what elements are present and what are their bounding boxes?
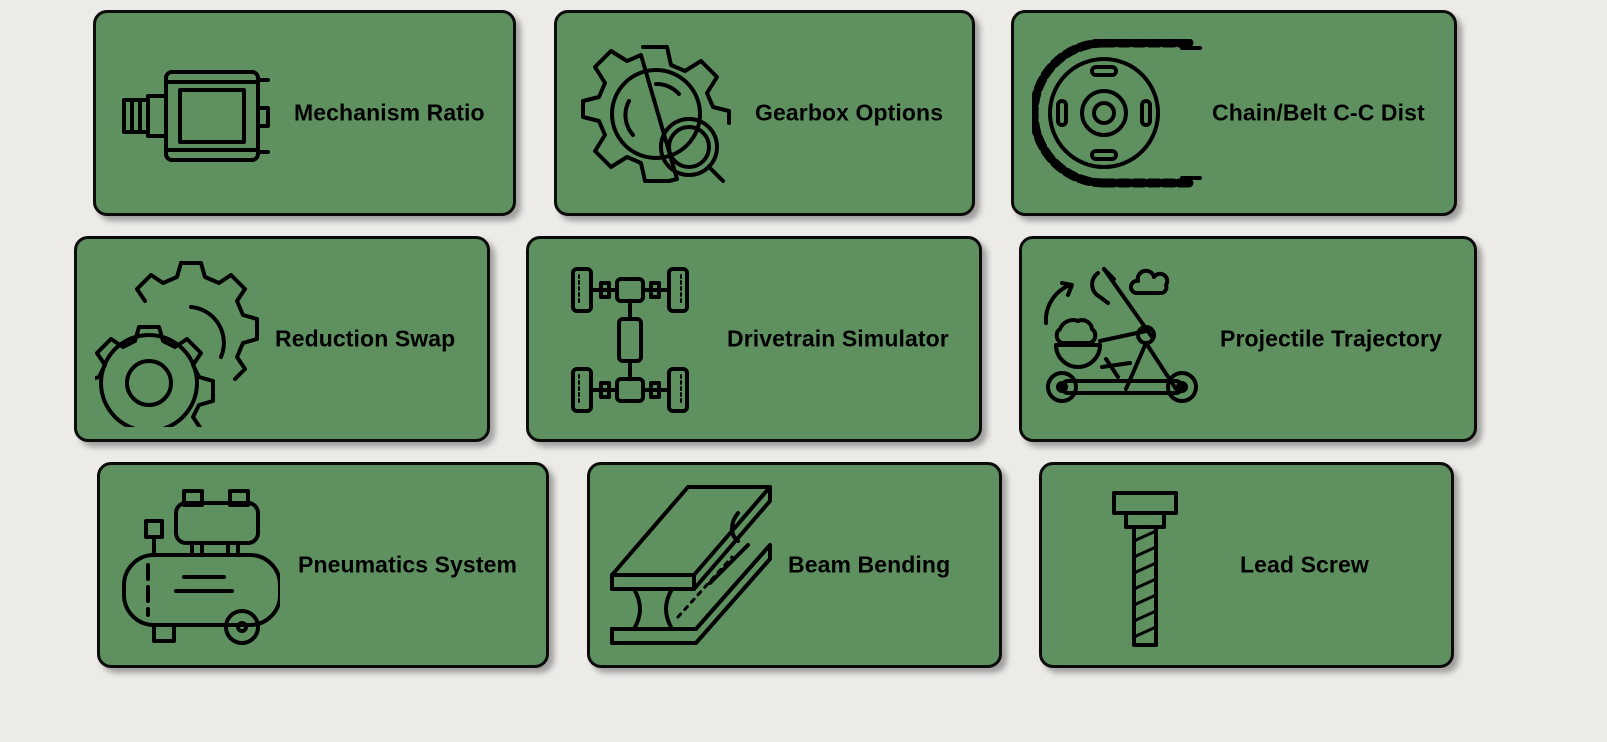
card-label: Chain/Belt C-C Dist bbox=[1212, 99, 1425, 126]
card-chain-belt-cc-dist[interactable]: Chain/Belt C-C Dist bbox=[1011, 10, 1457, 216]
i-beam-icon bbox=[610, 485, 772, 645]
card-label: Mechanism Ratio bbox=[294, 99, 485, 126]
card-gearbox-options[interactable]: Gearbox Options bbox=[554, 10, 975, 216]
card-label: Lead Screw bbox=[1240, 551, 1369, 578]
lead-screw-icon bbox=[1112, 491, 1178, 647]
gears-icon bbox=[95, 261, 259, 427]
card-label: Gearbox Options bbox=[755, 99, 944, 126]
card-beam-bending[interactable]: Beam Bending bbox=[587, 462, 1002, 668]
chain-sprocket-icon bbox=[1032, 39, 1202, 188]
card-pneumatics-system[interactable]: Pneumatics System bbox=[97, 462, 549, 668]
drivetrain-chassis-icon bbox=[571, 267, 689, 413]
card-label: Projectile Trajectory bbox=[1220, 325, 1442, 352]
dc-motor-icon bbox=[122, 70, 270, 162]
card-label: Beam Bending bbox=[788, 551, 951, 578]
catapult-icon bbox=[1043, 267, 1198, 403]
gear-search-icon bbox=[581, 45, 731, 183]
card-label: Pneumatics System bbox=[298, 551, 518, 578]
card-label: Reduction Swap bbox=[275, 325, 456, 352]
card-mechanism-ratio[interactable]: Mechanism Ratio bbox=[93, 10, 516, 216]
card-projectile-trajectory[interactable]: Projectile Trajectory bbox=[1019, 236, 1477, 442]
air-compressor-icon bbox=[122, 489, 280, 645]
card-reduction-swap[interactable]: Reduction Swap bbox=[74, 236, 490, 442]
card-drivetrain-simulator[interactable]: Drivetrain Simulator bbox=[526, 236, 982, 442]
card-lead-screw[interactable]: Lead Screw bbox=[1039, 462, 1454, 668]
card-label: Drivetrain Simulator bbox=[727, 325, 949, 352]
